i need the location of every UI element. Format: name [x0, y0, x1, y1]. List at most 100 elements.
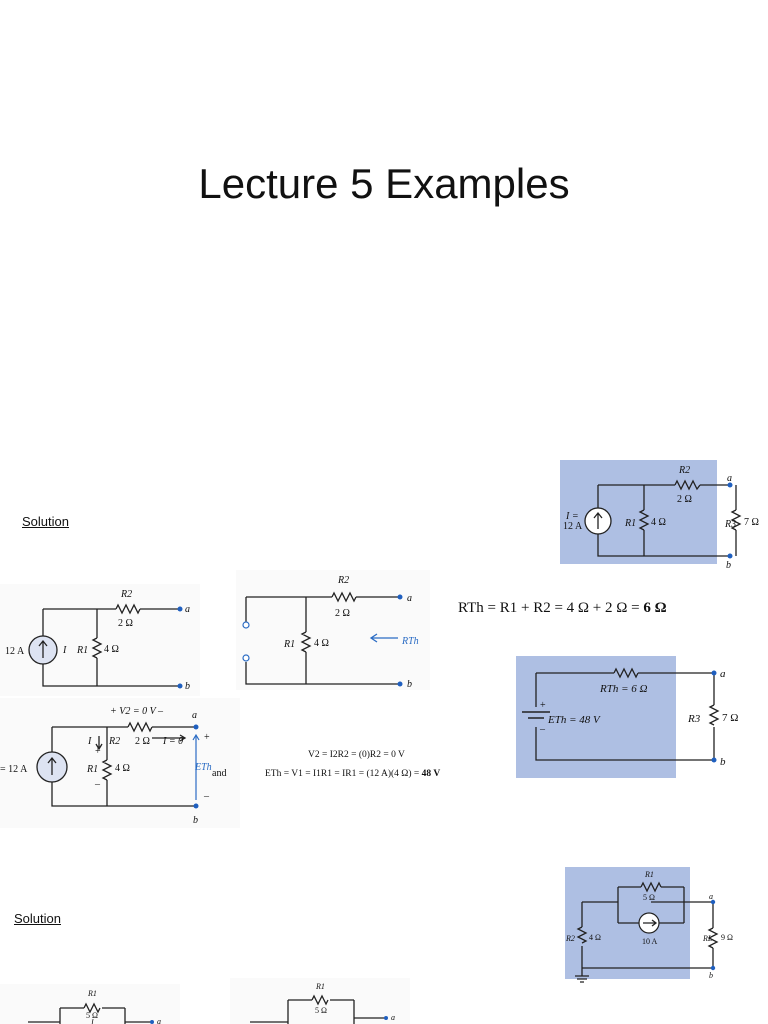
r2-name: R2	[120, 589, 132, 600]
figure-background	[0, 984, 180, 1024]
battery-icon	[522, 711, 550, 719]
figure-background	[236, 570, 430, 690]
circuit-figure-bottom-1: R1 5 Ω I a	[0, 984, 180, 1024]
current-label: I	[62, 645, 67, 656]
label-b: b	[185, 681, 190, 692]
current-zero-label: I = 0	[162, 736, 183, 747]
terminal-a	[150, 1020, 154, 1024]
r1-name: R1	[76, 645, 88, 656]
resistor-r1	[83, 1002, 101, 1014]
resistor-r3	[730, 509, 742, 531]
r2-name: R2	[678, 465, 690, 476]
figure-background	[717, 460, 768, 564]
figure-background	[676, 656, 746, 778]
arrow-up-icon	[47, 756, 57, 775]
svg-text:ETh = V1 = I1R1 = IR1 = (12 A): ETh = V1 = I1R1 = IR1 = (12 A)(4 Ω) = 48…	[265, 768, 440, 779]
plus-sign: +	[204, 732, 210, 743]
source-label: I =	[565, 511, 579, 522]
r2-value: 2 Ω	[118, 618, 133, 629]
minus-sign: –	[203, 791, 210, 802]
label-a: a	[391, 1013, 395, 1022]
circuit-figure-rth-open: R2 2 Ω R1 4 Ω RTh a b	[236, 570, 430, 690]
r1-name: R1	[283, 639, 295, 650]
circuit-figure-top-right: R2 2 Ω R1 4 Ω R3 7 Ω I = 12 A a b	[560, 460, 768, 571]
open-terminal	[242, 621, 250, 629]
resistor-r2	[115, 603, 141, 615]
figure-panel	[560, 460, 717, 564]
equation-rth-text: RTh = R1 + R2 = 4 Ω + 2 Ω =	[458, 600, 643, 616]
arrow-left-icon	[369, 633, 398, 643]
equation-eth: V2 = I2R2 = (0)R2 = 0 V ETh = V1 = I1R1 …	[265, 749, 440, 779]
source-value: 12 A	[5, 646, 25, 657]
r2-value: 4 Ω	[589, 933, 601, 942]
resistor-rl	[707, 927, 719, 949]
solution-label-2: Solution	[14, 911, 61, 926]
r3-name: R3	[687, 713, 701, 725]
circuit-figure-thevenin: RTh = 6 Ω ETh = 48 V + – R3 7 Ω a b	[516, 656, 746, 778]
wire	[597, 484, 737, 557]
label-a: a	[709, 892, 713, 901]
resistor-r1	[101, 759, 113, 781]
r1-name: R1	[315, 982, 325, 991]
slide-title: Lecture 5 Examples	[198, 160, 570, 207]
eth-label: ETh	[194, 762, 212, 773]
equation-rth-result: 6 Ω	[643, 600, 666, 616]
r1-value: 4 Ω	[314, 638, 329, 649]
label-b: b	[726, 560, 731, 571]
label-a: a	[720, 668, 726, 680]
figure-panel	[516, 656, 676, 778]
equation-v2: V2 = I2R2 = (0)R2 = 0 V	[308, 749, 405, 760]
ground-icon	[575, 975, 589, 983]
equation-eth-text: ETh = V1 = I1R1 = IR1 = (12 A)(4 Ω) =	[265, 768, 422, 779]
terminal-a	[711, 670, 717, 676]
label-b: b	[193, 815, 198, 826]
r3-value: 7 Ω	[744, 517, 759, 528]
wire	[28, 1007, 152, 1024]
resistor-rth	[613, 667, 639, 679]
r1-name: R1	[644, 870, 654, 879]
arrow-up-icon	[593, 511, 603, 529]
r2-value: 2 Ω	[135, 736, 150, 747]
r2-name: R2	[337, 575, 349, 586]
resistor-r1	[640, 881, 662, 893]
r2-value: 2 Ω	[677, 494, 692, 505]
wire	[535, 672, 715, 761]
resistor-r1	[638, 509, 650, 531]
terminal-b	[177, 683, 183, 689]
source-value: 10 A	[642, 937, 658, 946]
arrow-right-icon	[643, 919, 658, 927]
r2-label: R2	[108, 736, 120, 747]
open-terminal	[242, 654, 250, 662]
terminal-a	[193, 724, 199, 730]
circuit-figure-bottom-right: R1 5 Ω R2 4 Ω 10 A RL 9 Ω a b	[565, 867, 750, 983]
figure-background	[690, 867, 750, 979]
wire	[250, 999, 386, 1024]
r1-value: 4 Ω	[104, 644, 119, 655]
source-value: 12 A	[563, 521, 583, 532]
wire	[581, 886, 714, 976]
resistor-r1	[300, 631, 312, 653]
wire	[42, 608, 180, 687]
resistor-r2	[674, 479, 701, 491]
eth-label: ETh = 48 V	[547, 714, 601, 726]
r2-name: R2	[565, 934, 575, 943]
r1-value: 4 Ω	[651, 517, 666, 528]
solution-label-1: Solution	[22, 514, 69, 529]
plus-sign: +	[95, 746, 101, 757]
label-a: a	[727, 473, 732, 484]
plus-sign: +	[540, 700, 546, 711]
wire	[51, 726, 196, 807]
label-b: b	[709, 971, 713, 980]
r1-value: 5 Ω	[86, 1011, 98, 1020]
label-a: a	[185, 604, 190, 615]
r1-name: R1	[624, 518, 636, 529]
terminal-b	[193, 803, 199, 809]
r3-value: 7 Ω	[722, 712, 738, 724]
label-a: a	[407, 593, 412, 604]
v2-label: + V2 = 0 V –	[110, 706, 164, 717]
arrow-up-icon	[192, 733, 200, 741]
resistor-r3	[708, 704, 720, 726]
equation-rth: RTh = R1 + R2 = 4 Ω + 2 Ω = 6 Ω	[458, 600, 667, 616]
r1-name: R1	[86, 764, 98, 775]
terminal-b	[727, 553, 733, 559]
